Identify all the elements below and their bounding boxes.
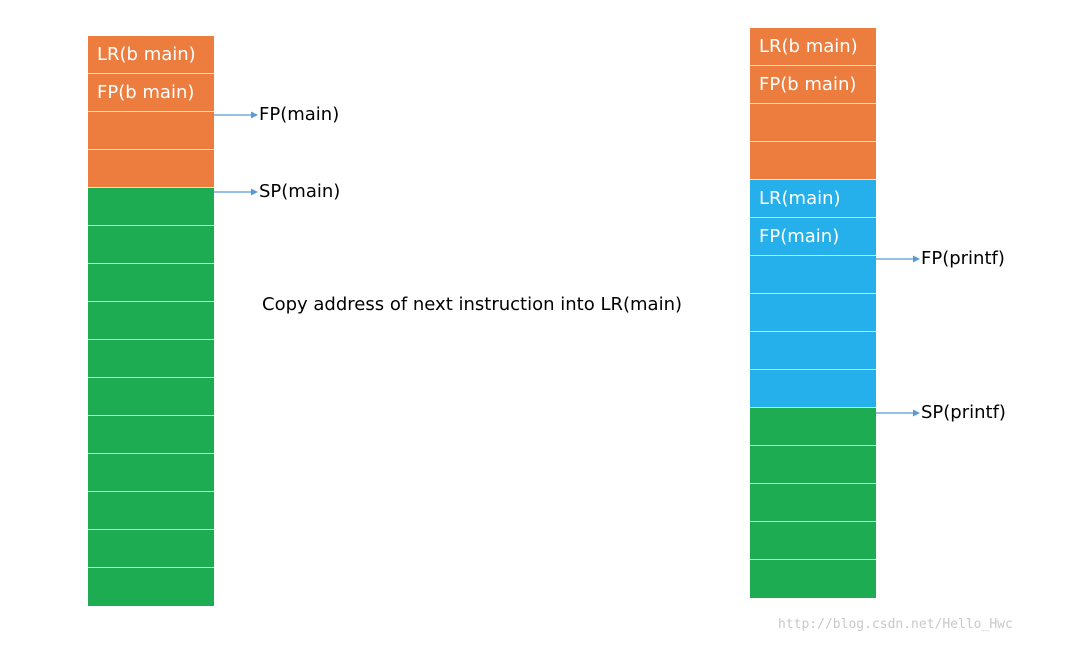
stack-cell	[750, 142, 876, 180]
stack-cell: FP(b main)	[750, 66, 876, 104]
stack-cell	[88, 378, 214, 416]
fp-printf-pointer: FP(printf)	[876, 248, 1005, 269]
arrow-right-icon	[214, 188, 258, 195]
stack-cell	[88, 568, 214, 606]
watermark: http://blog.csdn.net/Hello_Hwc	[778, 617, 1013, 632]
arrow-right-icon	[876, 255, 920, 262]
stack-cell	[750, 446, 876, 484]
stack-cell	[88, 454, 214, 492]
stack-cell	[750, 560, 876, 598]
sp-main-label: SP(main)	[259, 181, 341, 202]
stack-cell	[750, 332, 876, 370]
stack-cell	[88, 112, 214, 150]
sp-printf-label: SP(printf)	[921, 402, 1006, 423]
sp-printf-pointer: SP(printf)	[876, 402, 1006, 423]
stack-cell	[750, 522, 876, 560]
fp-printf-label: FP(printf)	[921, 248, 1005, 269]
stack-cell	[750, 256, 876, 294]
stack-cell: FP(b main)	[88, 74, 214, 112]
stack-cell	[88, 226, 214, 264]
arrow-right-icon	[214, 111, 258, 118]
sp-main-pointer: SP(main)	[214, 181, 340, 202]
stack-cell	[88, 492, 214, 530]
stack-cell	[88, 416, 214, 454]
stack-cell: LR(b main)	[750, 28, 876, 66]
stack-cell	[88, 302, 214, 340]
stack-after-call: LR(b main)FP(b main) LR(main)FP(main)	[750, 28, 876, 598]
stack-cell	[750, 294, 876, 332]
stack-cell	[88, 530, 214, 568]
stack-cell	[750, 104, 876, 142]
stack-cell	[88, 340, 214, 378]
stack-before-call: LR(b main)FP(b main)	[88, 36, 214, 606]
stack-cell	[750, 484, 876, 522]
stack-cell	[750, 370, 876, 408]
stack-cell: LR(b main)	[88, 36, 214, 74]
fp-main-pointer: FP(main)	[214, 104, 339, 125]
step-note: Copy address of next instruction into LR…	[262, 294, 682, 315]
stack-cell: LR(main)	[750, 180, 876, 218]
stack-cell	[750, 408, 876, 446]
fp-main-label: FP(main)	[259, 104, 340, 125]
stack-cell	[88, 188, 214, 226]
stack-cell: FP(main)	[750, 218, 876, 256]
stack-cell	[88, 264, 214, 302]
stack-cell	[88, 150, 214, 188]
arrow-right-icon	[876, 409, 920, 416]
